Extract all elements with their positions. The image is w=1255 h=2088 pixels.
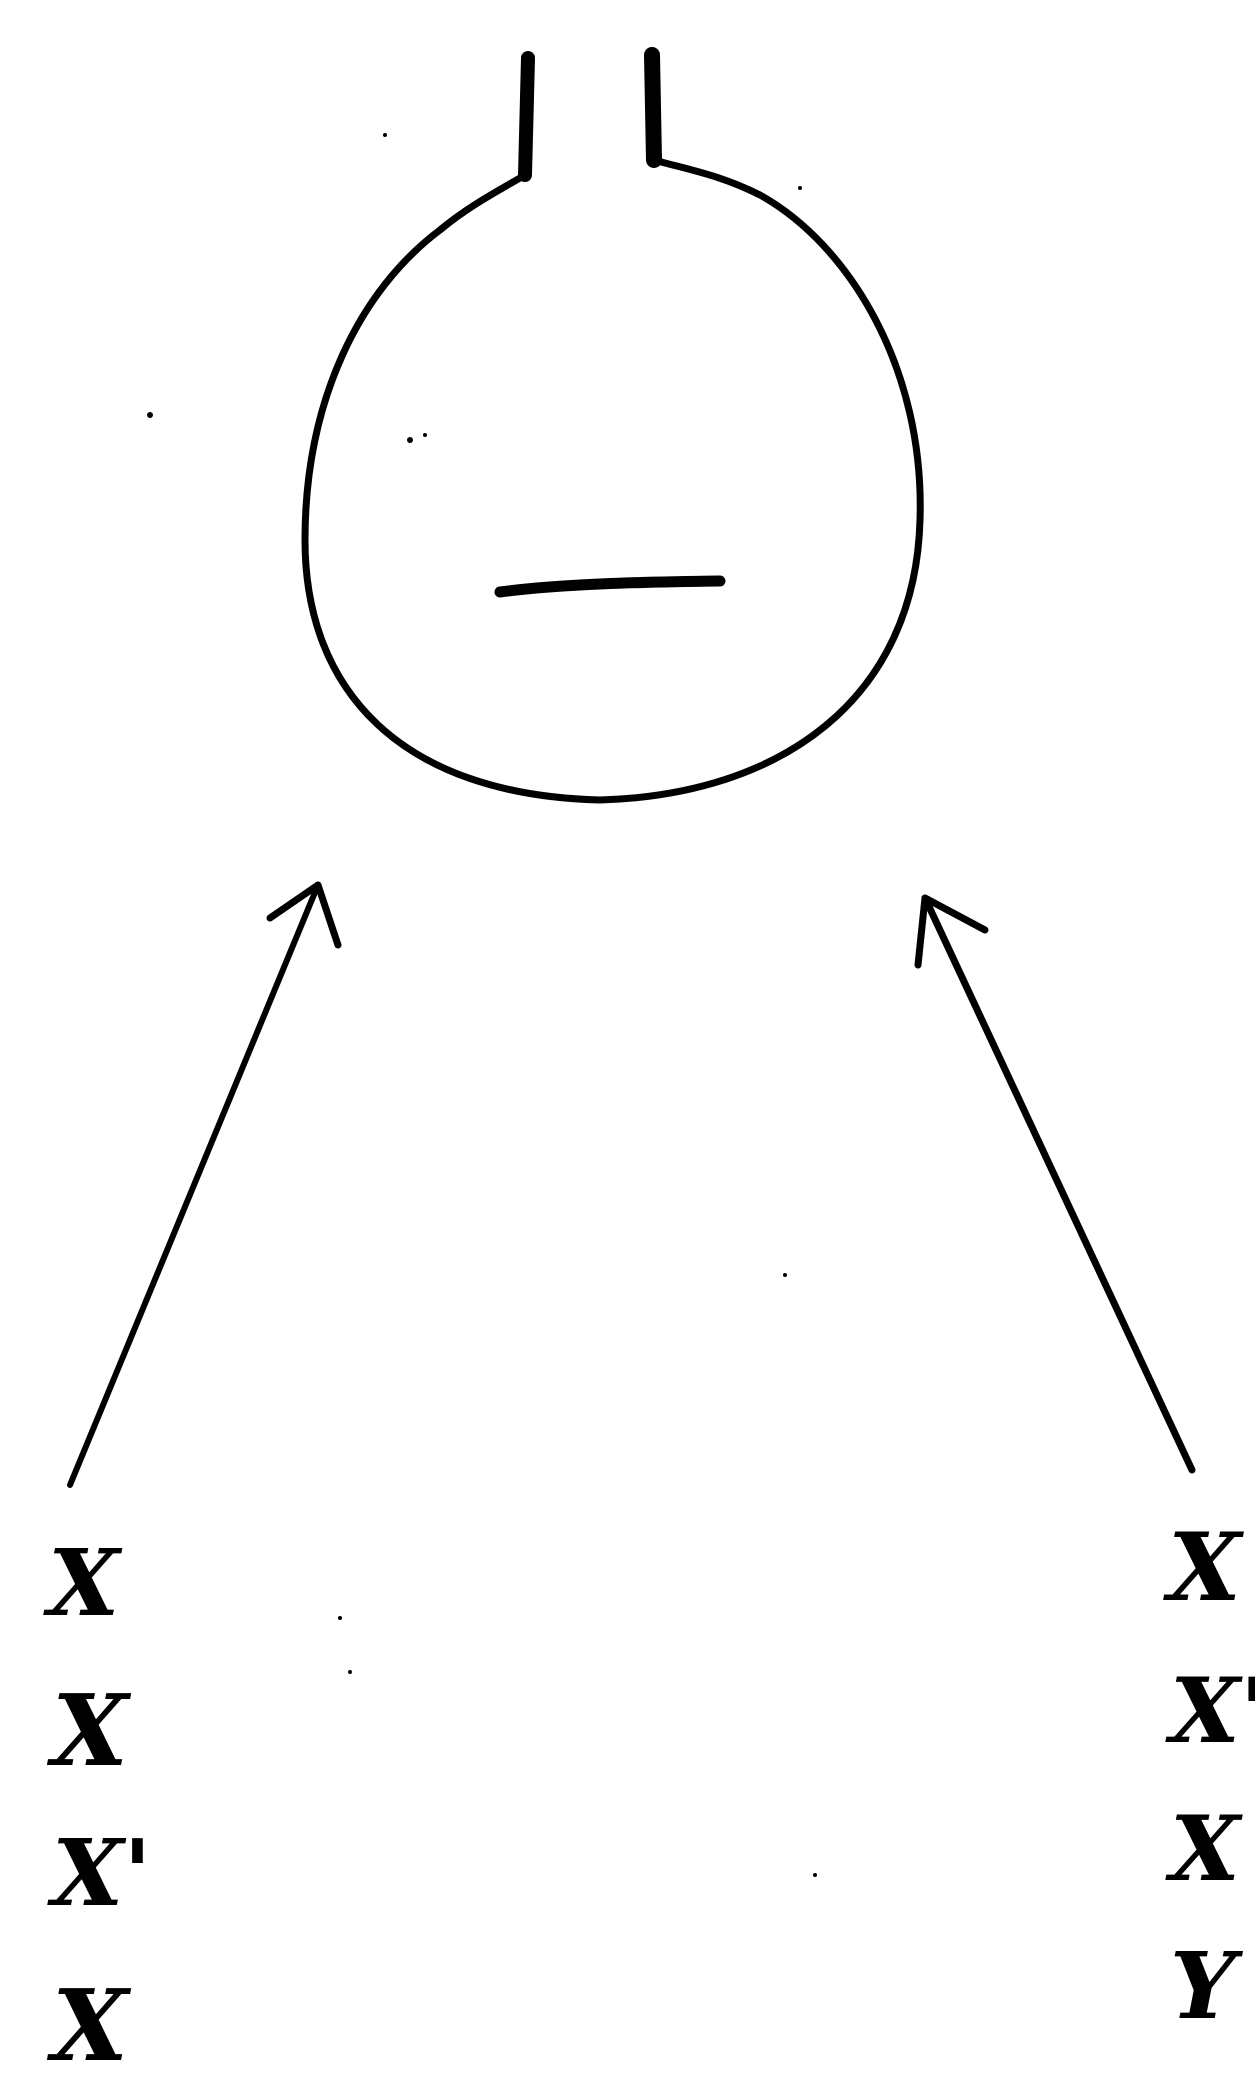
right-label-1: X (1163, 1513, 1244, 1623)
right-label-3: X (1165, 1796, 1243, 1902)
left-arrow-shaft (70, 885, 318, 1485)
flask-bulb-outline (305, 160, 920, 800)
left-label-3: X' (47, 1819, 152, 1927)
flask-neck-right (652, 55, 654, 160)
left-label-1: X (43, 1529, 123, 1637)
right-label-2: X' (1165, 1658, 1255, 1764)
right-arrow (918, 898, 1192, 1470)
left-label-2: X (46, 1674, 132, 1789)
flask-shape (305, 55, 920, 800)
flask-neck-left (525, 58, 528, 175)
right-label-4: Y (1170, 1932, 1244, 2040)
left-letter-column: X X X' X (43, 1529, 152, 2084)
scan-specks (147, 133, 817, 1877)
left-arrow (70, 885, 338, 1485)
right-arrow-shaft (925, 898, 1192, 1470)
right-letter-column: X X' X Y (1163, 1513, 1255, 2040)
minus-sign-icon (500, 581, 720, 592)
left-label-4: X (46, 1969, 132, 2084)
